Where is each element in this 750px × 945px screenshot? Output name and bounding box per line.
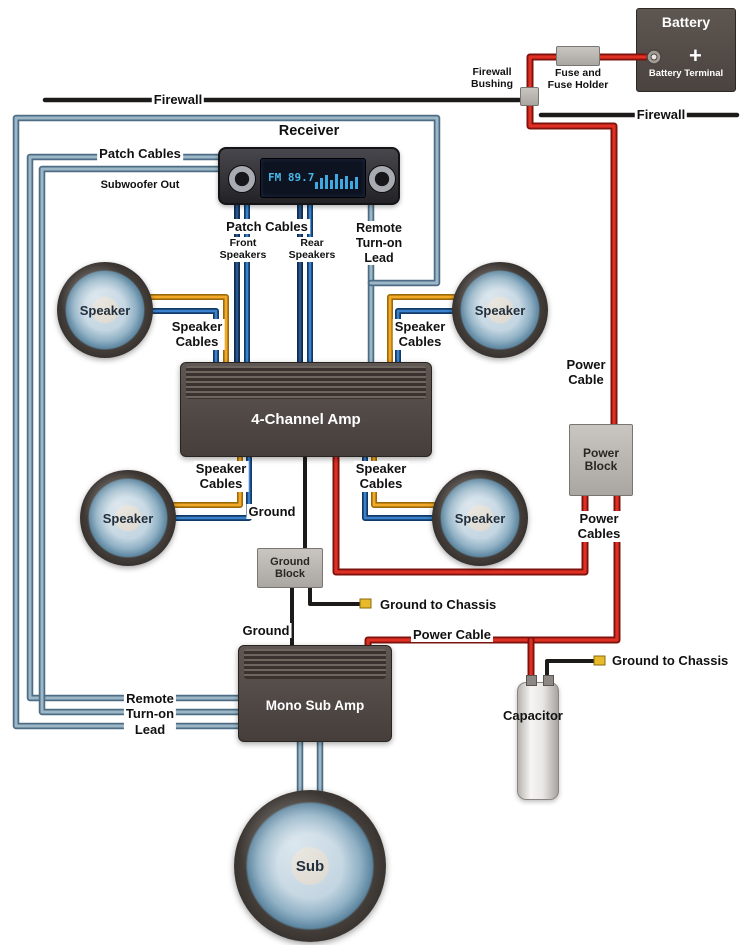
capacitor-terminal-negative <box>543 675 554 686</box>
receiver: FM 89.7 <box>218 147 400 205</box>
power-cables-label: Power Cables <box>575 511 623 542</box>
power-cable-label-mid: Power Cable <box>410 627 494 643</box>
speaker-cables-label-top-left: Speaker Cables <box>169 319 225 350</box>
ground-label-lower: Ground <box>240 623 292 639</box>
firewall-bushing <box>520 87 539 106</box>
fuse-holder <box>556 46 600 66</box>
speaker-cables-label-bottom-right: Speaker Cables <box>353 461 409 492</box>
eq-bar <box>355 177 358 189</box>
capacitor-label: Capacitor <box>503 708 563 723</box>
ground-chassis-lug <box>359 598 372 609</box>
battery-terminal-label: Battery Terminal <box>648 68 724 79</box>
eq-bar <box>350 181 353 189</box>
firewall-label-left: Firewall <box>151 92 205 108</box>
mono-sub-amp: Mono Sub Amp <box>238 645 392 742</box>
ground-block: Ground Block <box>257 548 323 588</box>
four-channel-amp: 4-Channel Amp <box>180 362 432 457</box>
rear-speakers-label: Rear Speakers <box>286 237 338 262</box>
remote-turn-on-lead-label-top: Remote Turn-on Lead <box>353 221 405 266</box>
capacitor-terminal-positive <box>526 675 537 686</box>
front-speakers-label: Front Speakers <box>217 237 269 262</box>
subwoofer-out-label: Subwoofer Out <box>98 179 182 192</box>
eq-bar <box>345 176 348 189</box>
ground-to-chassis-label-upper: Ground to Chassis <box>378 597 499 613</box>
sub-speaker-wires <box>296 738 324 800</box>
eq-bar <box>335 174 338 189</box>
speaker-rear-left: Speaker <box>80 470 176 566</box>
ground-to-chassis-label-lower: Ground to Chassis <box>610 653 731 669</box>
station-readout: FM 89.7 <box>268 171 315 184</box>
ground-label-upper: Ground <box>246 504 298 520</box>
battery-terminal-lug <box>646 49 662 65</box>
speaker-front-left: Speaker <box>57 262 153 358</box>
speaker-cables-label-top-right: Speaker Cables <box>392 319 448 350</box>
patch-cables-center-label: Patch Cables <box>224 219 310 235</box>
battery-title: Battery <box>661 14 711 30</box>
subwoofer: Sub <box>234 790 386 942</box>
radio-display: FM 89.7 <box>260 158 366 198</box>
speaker-cables-label-bottom-left: Speaker Cables <box>193 461 249 492</box>
speaker-front-right: Speaker <box>452 262 548 358</box>
eq-bar <box>320 178 323 189</box>
fuse-holder-label: Fuse and Fuse Holder <box>545 67 611 92</box>
eq-bar <box>315 182 318 189</box>
tuning-knob <box>368 165 396 193</box>
speaker-rear-right: Speaker <box>432 470 528 566</box>
eq-bar <box>330 180 333 189</box>
remote-turn-on-lead-wire <box>12 114 441 730</box>
volume-knob <box>228 165 256 193</box>
power-cable-label-right: Power Cable <box>564 357 608 388</box>
firewall-label-right: Firewall <box>634 107 688 123</box>
firewall-bushing-label: Firewall Bushing <box>469 66 515 91</box>
ground-wire-to-chassis <box>308 584 362 606</box>
patch-cables-subwoofer-title: Patch Cables <box>97 146 183 162</box>
battery-plus-terminal-sign: + <box>689 43 702 68</box>
receiver-label: Receiver <box>276 123 342 141</box>
eq-bars <box>315 167 358 189</box>
power-block: Power Block <box>569 424 633 496</box>
capacitor-ground-wire <box>545 659 596 686</box>
remote-turn-on-lead-label-bottom: Remote Turn-on Lead <box>123 691 177 737</box>
capacitor <box>517 675 559 800</box>
eq-bar <box>325 175 328 189</box>
eq-bar <box>340 179 343 189</box>
capacitor-ground-lug <box>593 655 606 666</box>
